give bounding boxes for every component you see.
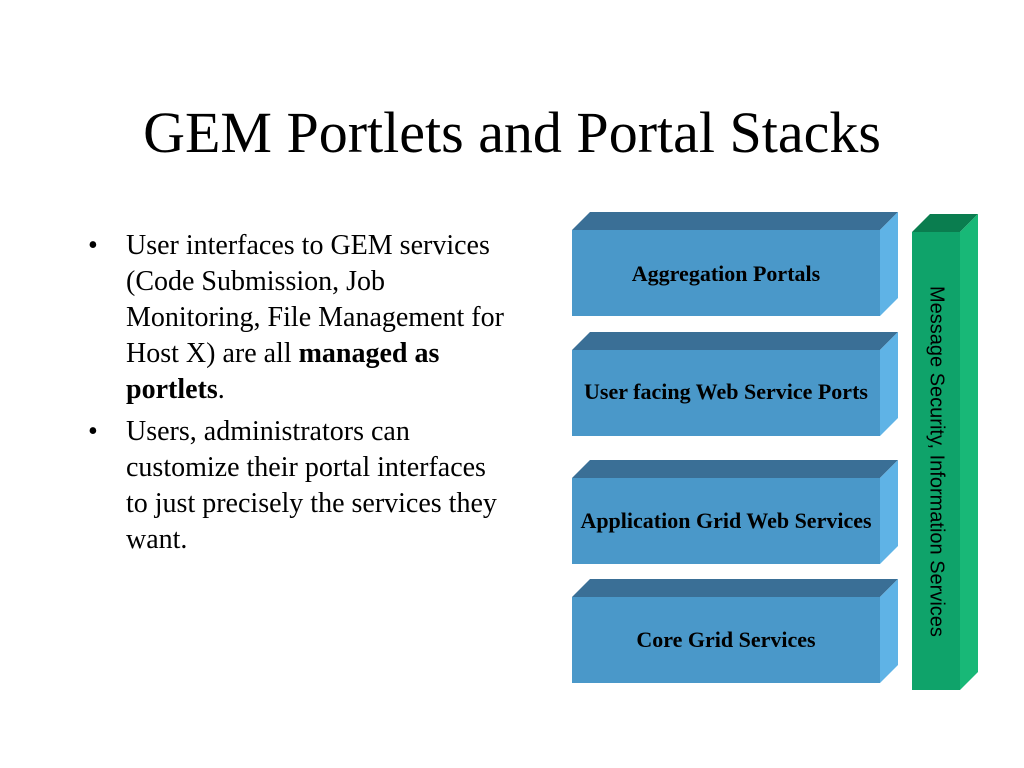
bullet-item: • Users, administrators can customize th…	[84, 414, 504, 558]
layer-box-core-grid-services-top	[572, 579, 898, 597]
layer-label-aggregation-portals: Aggregation Portals	[631, 261, 821, 286]
layer-label-application-grid-web-services: Application Grid Web Services	[580, 508, 872, 533]
layer-label-core-grid-services: Core Grid Services	[636, 627, 816, 652]
layer-label-user-facing-web-service-ports: User facing Web Service Ports	[584, 379, 868, 404]
side-bar-label-container: Message Security, Information Services	[912, 232, 960, 690]
bullet-glyph: •	[88, 416, 98, 447]
bullet-text-end: .	[217, 374, 225, 405]
side-bar-message-security-top	[912, 214, 978, 232]
bullet-bold-text: managed as portlets	[126, 338, 440, 405]
layer-box-application-grid-web-services-top	[572, 460, 898, 478]
bullet-item: • User interfaces to GEM services (Code …	[84, 228, 504, 408]
bullet-text: User interfaces to GEM services (Code Su…	[126, 230, 504, 369]
layer-box-user-facing-web-service-ports-side	[880, 332, 898, 436]
layer-box-user-facing-web-service-ports-top	[572, 332, 898, 350]
layer-box-application-grid-web-services-side	[880, 460, 898, 564]
layer-box-core-grid-services-side	[880, 579, 898, 683]
side-bar-label: Message Security, Information Services	[925, 285, 948, 637]
layer-box-aggregation-portals-side	[880, 212, 898, 316]
side-bar-message-security-side	[960, 214, 978, 690]
layer-box-aggregation-portals-top	[572, 212, 898, 230]
bullet-text: Users, administrators can customize thei…	[126, 416, 497, 555]
slide-title: GEM Portlets and Portal Stacks	[143, 100, 881, 165]
bullet-glyph: •	[88, 230, 98, 261]
bullet-list: • User interfaces to GEM services (Code …	[84, 228, 504, 564]
